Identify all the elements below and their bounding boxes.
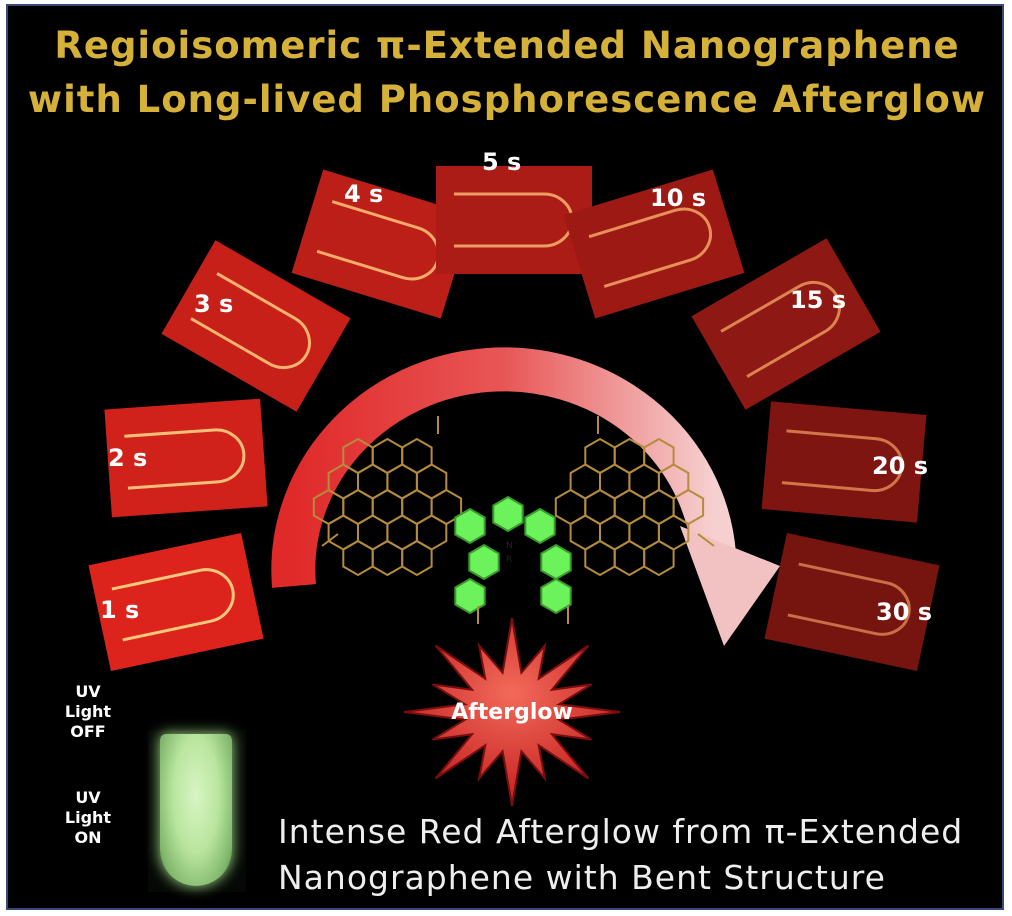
caption-line-2: Nanographene with Bent Structure [278,858,886,897]
time-panel-6 [563,169,745,319]
caption-line-1: Intense Red Afterglow from π-Extended [278,812,964,851]
time-label-1: 1 s [100,596,139,624]
time-label-4: 4 s [344,180,383,208]
nanographene-molecule [312,416,715,624]
uv-on-vial-photo [148,730,246,892]
time-label-2: 2 s [108,444,147,472]
illustration: 1 s 2 s 3 s 4 s 5 s 10 s 15 s 20 s 30 s N R Afte… [88,148,940,807]
time-label-5: 5 s [482,148,521,176]
time-panel-9 [764,532,940,672]
uv-on-label: UV Light ON [64,788,112,847]
afterglow-burst-icon: Afterglow [403,617,621,807]
time-panel-8 [761,401,927,523]
time-panel-7 [691,238,881,410]
atom-label-r: R [506,555,512,565]
time-panel-1 [88,532,264,672]
title-line-1: Regioisomeric π-Extended Nanographene [54,24,960,67]
time-label-3: 3 s [194,290,233,318]
curved-arrow-icon [271,347,780,646]
time-label-6: 10 s [650,184,706,212]
title-line-2: with Long-lived Phosphorescence Afterglo… [27,78,987,121]
graphical-abstract: Regioisomeric π-Extended Nanographene wi… [6,4,1004,910]
time-panel-3 [161,240,351,412]
time-panel-2 [104,398,268,518]
time-lapse-panels: 1 s 2 s 3 s 4 s 5 s 10 s 15 s 20 s 30 s [88,148,940,672]
time-label-7: 15 s [790,286,846,314]
afterglow-label: Afterglow [451,700,573,725]
time-label-8: 20 s [872,452,928,480]
uv-off-label: UV Light OFF [64,682,112,741]
time-label-9: 30 s [876,598,932,626]
atom-label-n: N [506,541,513,551]
